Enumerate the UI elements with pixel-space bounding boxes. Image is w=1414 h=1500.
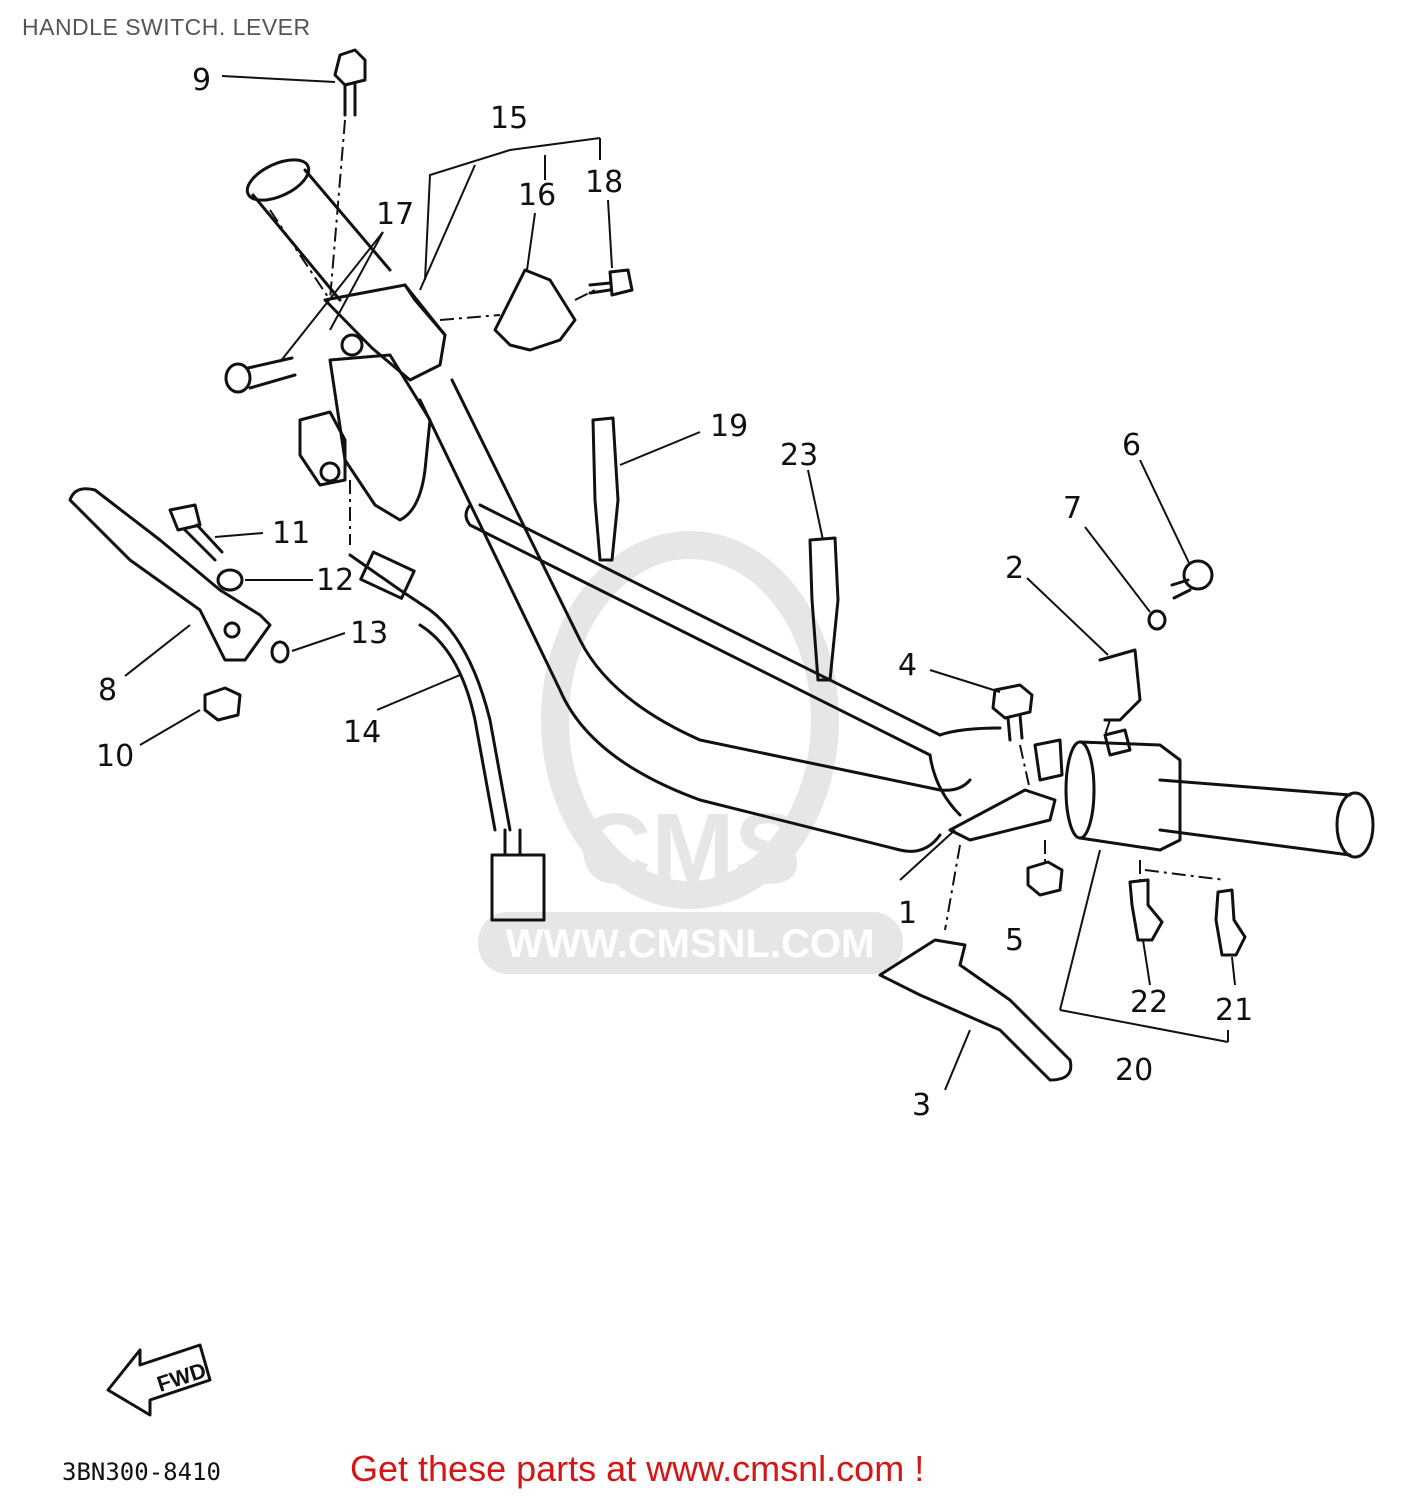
callout-6: 6	[1122, 428, 1141, 463]
callout-3: 3	[912, 1088, 931, 1123]
fwd-arrow	[106, 1343, 212, 1417]
callout-2: 2	[1005, 551, 1024, 586]
callout-13: 13	[350, 616, 388, 651]
bolt-9	[333, 48, 367, 117]
callout-21: 21	[1215, 993, 1253, 1028]
watermark-url: WWW.CMSNL.COM	[506, 922, 875, 966]
right-grip	[1158, 778, 1375, 859]
washer-7	[1147, 609, 1167, 631]
callout-7: 7	[1063, 491, 1082, 526]
callout-16: 16	[518, 178, 556, 213]
left-lever	[68, 487, 272, 662]
band-19	[591, 416, 620, 562]
page-title: HANDLE SWITCH. LEVER	[22, 14, 311, 40]
callout-8: 8	[98, 673, 117, 708]
nut-5	[1026, 860, 1064, 897]
screw-6	[1170, 559, 1214, 600]
callout-23: 23	[780, 438, 818, 473]
drawing-number: 3BN300-8410	[62, 1458, 221, 1486]
callout-22: 22	[1130, 985, 1168, 1020]
callout-18: 18	[585, 165, 623, 200]
screw-18	[588, 268, 634, 297]
switch-cable	[348, 550, 546, 922]
bolt-4	[991, 683, 1034, 742]
cta-link[interactable]: Get these parts at www.cmsnl.com !	[350, 1448, 925, 1489]
parts-diagram: CMS WWW.CMSNL.COM	[68, 48, 1375, 1417]
screw-17	[224, 356, 297, 394]
watermark-logo: CMS	[579, 793, 801, 905]
bushing-12	[216, 568, 244, 592]
right-switch-housing	[1064, 728, 1182, 852]
callout-5: 5	[1005, 923, 1024, 958]
left-grip	[245, 158, 392, 302]
callout-12: 12	[316, 563, 354, 598]
nut-10	[203, 686, 242, 722]
callout-9: 9	[192, 63, 211, 98]
screw-22	[1128, 878, 1164, 942]
screw-13	[270, 640, 290, 664]
callout-17: 17	[376, 197, 414, 232]
screw-21	[1214, 888, 1247, 957]
handlebar	[418, 378, 1002, 853]
callout-19: 19	[710, 409, 748, 444]
callout-11: 11	[272, 516, 310, 551]
right-lever	[878, 938, 1073, 1082]
right-lever-holder	[948, 648, 1142, 842]
callout-20: 20	[1115, 1053, 1153, 1088]
callout-14: 14	[343, 715, 381, 750]
band-23	[808, 536, 840, 682]
left-switch-housing	[298, 283, 447, 522]
clamp-16	[493, 268, 577, 352]
cms-watermark: CMS WWW.CMSNL.COM	[478, 531, 903, 974]
callout-1: 1	[898, 896, 917, 931]
bolt-11	[168, 503, 224, 562]
callout-15: 15	[490, 101, 528, 136]
callout-4: 4	[898, 648, 917, 683]
callout-10: 10	[96, 739, 134, 774]
